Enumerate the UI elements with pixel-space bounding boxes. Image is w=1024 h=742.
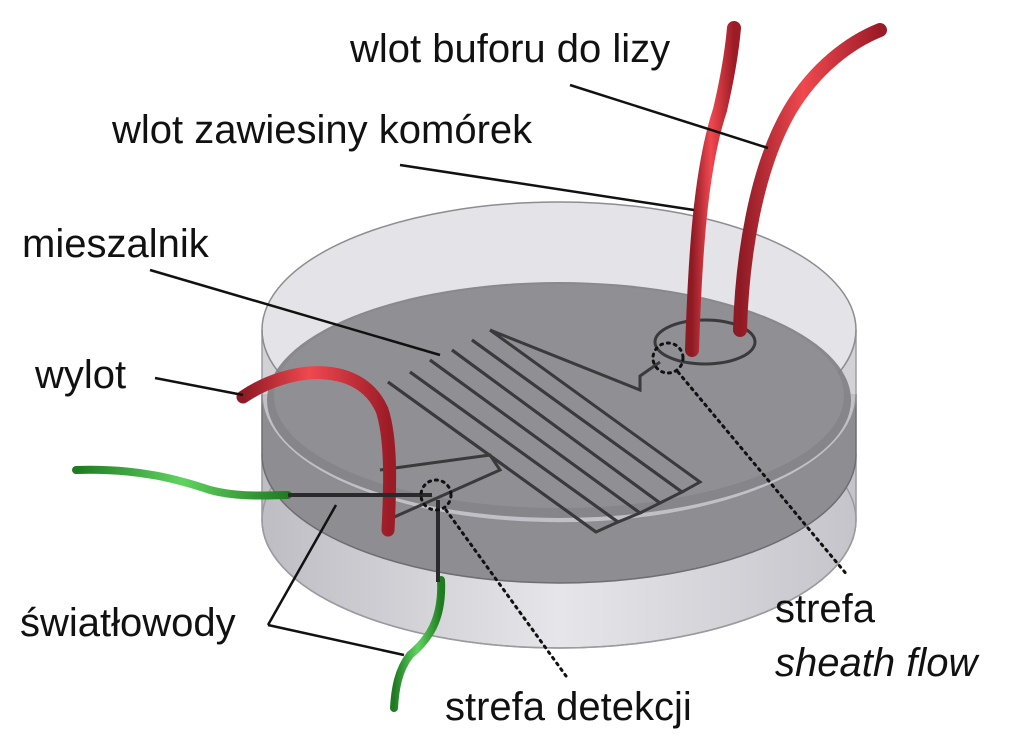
optical-fibers-label: światłowody <box>20 601 236 645</box>
sheath-flow-zone-marker <box>651 341 685 375</box>
detection-zone-marker <box>419 478 453 512</box>
cell-suspension-tube <box>685 21 741 357</box>
channel-plate-top <box>274 284 844 508</box>
lysis-buffer-inlet-label: wlot buforu do lizy <box>349 27 670 71</box>
mixer-channels <box>379 318 757 534</box>
fiber-left <box>72 465 292 500</box>
sheath-zone-label-line1: strefa <box>775 587 876 631</box>
fiber-bottom <box>390 576 446 712</box>
leader-lines <box>149 83 850 678</box>
outlet-label: wylot <box>34 353 126 397</box>
lysis-buffer-tube <box>733 23 887 337</box>
mixer-label: mieszalnik <box>22 222 210 266</box>
inlet-circle <box>653 318 757 366</box>
detection-zone-label: strefa detekcji <box>445 685 692 729</box>
inlet-tubes <box>685 21 887 357</box>
cell-suspension-inlet-label: wlot zawiesiny komórek <box>111 108 533 152</box>
chip-disc <box>261 201 857 649</box>
outlet-tube <box>236 366 397 537</box>
optical-fibers <box>72 465 446 712</box>
sheath-zone-label-line2: sheath flow <box>775 641 980 685</box>
